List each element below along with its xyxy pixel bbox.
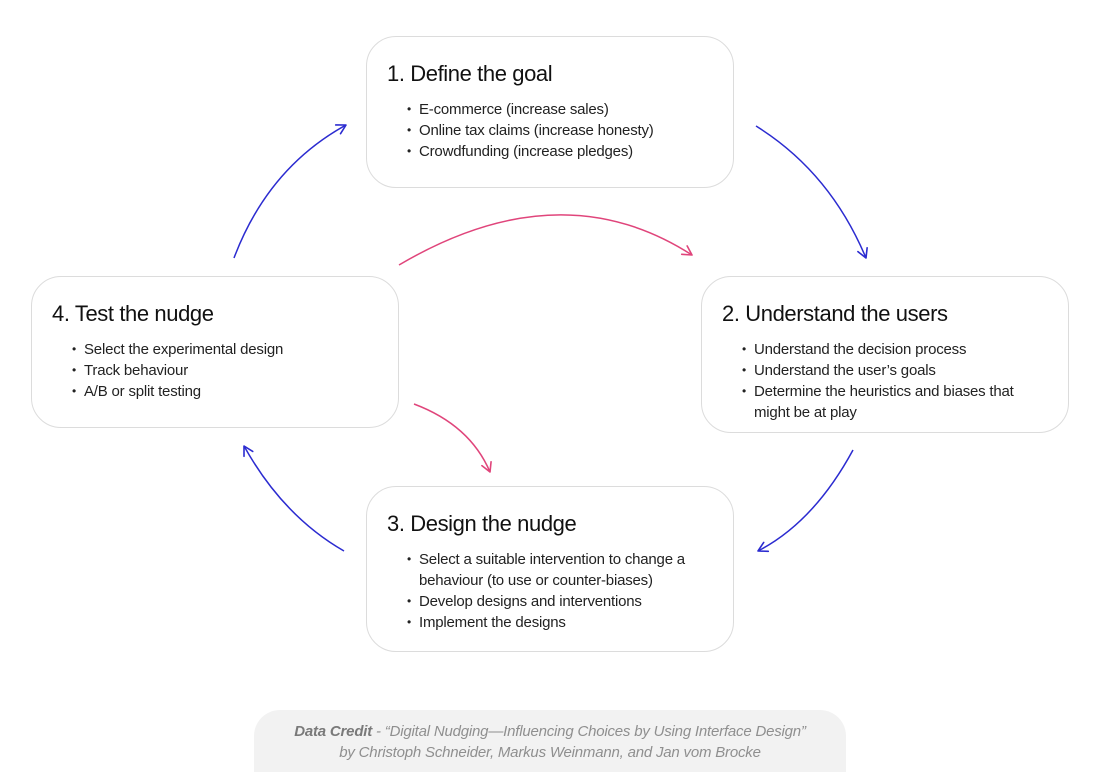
list-item: Implement the designs — [407, 612, 711, 633]
credit-source-title: “Digital Nudging—Influencing Choices by … — [384, 723, 806, 740]
credit-separator: - — [372, 723, 385, 740]
list-item: Determine the heuristics and biases that… — [742, 381, 1046, 423]
arrow-step3-to-step4 — [243, 445, 345, 552]
step-title: 3. Design the nudge — [387, 511, 577, 536]
list-item: Select a suitable intervention to change… — [407, 549, 711, 591]
list-item: Select the experimental design — [72, 339, 376, 360]
list-item: Online tax claims (increase honesty) — [407, 120, 711, 141]
list-item: E-commerce (increase sales) — [407, 99, 711, 120]
step-card-define-goal: 1. Define the goal E-commerce (increase … — [366, 36, 734, 188]
step-card-design-nudge: 3. Design the nudge Select a suitable in… — [366, 486, 734, 652]
step-title: 2. Understand the users — [722, 301, 948, 326]
list-item: Crowdfunding (increase pledges) — [407, 141, 711, 162]
step-title: 1. Define the goal — [387, 61, 553, 86]
list-item: Track behaviour — [72, 360, 376, 381]
list-item: A/B or split testing — [72, 381, 376, 402]
step-card-understand-users: 2. Understand the users Understand the d… — [701, 276, 1069, 433]
list-item: Understand the user’s goals — [742, 360, 1046, 381]
list-item: Understand the decision process — [742, 339, 1046, 360]
data-credit-banner: Data Credit - “Digital Nudging—Influenci… — [254, 710, 846, 772]
step-list: Select a suitable intervention to change… — [387, 549, 711, 633]
credit-line-2: by Christoph Schneider, Markus Weinmann,… — [339, 744, 761, 761]
step-list: E-commerce (increase sales) Online tax c… — [387, 99, 711, 162]
list-item: Develop designs and interventions — [407, 591, 711, 612]
arrow-step2-to-step3 — [757, 449, 854, 553]
arrow-feedback-to-understand — [398, 214, 693, 266]
step-list: Select the experimental design Track beh… — [52, 339, 376, 402]
step-list: Understand the decision process Understa… — [722, 339, 1046, 423]
credit-line-1: Data Credit - “Digital Nudging—Influenci… — [254, 721, 846, 742]
arrow-step1-to-step2 — [755, 125, 868, 259]
arrow-feedback-to-design — [413, 403, 492, 473]
arrow-step4-to-step1 — [233, 124, 347, 259]
step-card-test-nudge: 4. Test the nudge Select the experimenta… — [31, 276, 399, 428]
credit-label: Data Credit — [294, 723, 373, 740]
step-title: 4. Test the nudge — [52, 301, 214, 326]
